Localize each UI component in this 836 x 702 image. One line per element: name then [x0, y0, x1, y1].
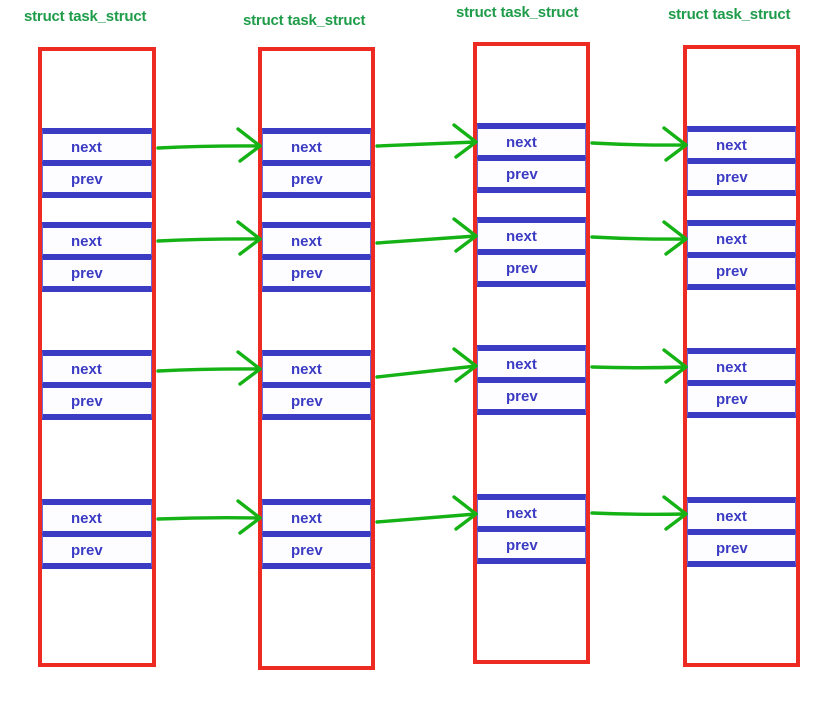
prev-pointer-field: prev [687, 255, 796, 290]
arrow-c1-r2 [156, 220, 262, 256]
prev-pointer-field: prev [477, 529, 586, 564]
list-head-1-4: next prev [42, 499, 152, 569]
prev-label: prev [716, 168, 748, 186]
list-head-3-2: next prev [477, 217, 586, 287]
next-label: next [291, 138, 322, 156]
next-pointer-field: next [477, 123, 586, 158]
list-head-2-4: next prev [262, 499, 371, 569]
list-head-4-4: next prev [687, 497, 796, 567]
next-pointer-field: next [262, 350, 371, 385]
next-pointer-field: next [477, 494, 586, 529]
next-pointer-field: next [42, 499, 152, 534]
prev-pointer-field: prev [262, 534, 371, 569]
arrow-c2-r4 [375, 495, 478, 531]
next-label: next [71, 232, 102, 250]
list-head-1-2: next prev [42, 222, 152, 292]
next-pointer-field: next [477, 345, 586, 380]
prev-label: prev [716, 390, 748, 408]
prev-pointer-field: prev [262, 385, 371, 420]
column-title-1: struct task_struct [24, 8, 147, 25]
next-pointer-field: next [687, 126, 796, 161]
list-head-3-1: next prev [477, 123, 586, 193]
next-label: next [506, 355, 537, 373]
prev-pointer-field: prev [262, 163, 371, 198]
next-label: next [71, 360, 102, 378]
prev-pointer-field: prev [477, 252, 586, 287]
list-head-4-1: next prev [687, 126, 796, 196]
prev-label: prev [506, 259, 538, 277]
next-label: next [291, 360, 322, 378]
prev-label: prev [71, 392, 103, 410]
next-label: next [291, 232, 322, 250]
column-title-4: struct task_struct [668, 6, 791, 23]
next-pointer-field: next [687, 220, 796, 255]
arrow-c3-r4 [590, 495, 688, 531]
next-label: next [716, 136, 747, 154]
next-pointer-field: next [262, 128, 371, 163]
arrow-c2-r2 [375, 217, 478, 253]
next-label: next [506, 133, 537, 151]
next-label: next [71, 138, 102, 156]
prev-pointer-field: prev [42, 534, 152, 569]
next-pointer-field: next [42, 222, 152, 257]
list-head-2-1: next prev [262, 128, 371, 198]
arrow-c3-r1 [590, 126, 688, 162]
prev-pointer-field: prev [687, 532, 796, 567]
arrow-c2-r3 [375, 347, 478, 383]
list-head-4-3: next prev [687, 348, 796, 418]
next-label: next [716, 507, 747, 525]
prev-pointer-field: prev [42, 385, 152, 420]
prev-pointer-field: prev [262, 257, 371, 292]
next-label: next [716, 230, 747, 248]
prev-pointer-field: prev [42, 257, 152, 292]
arrow-c3-r2 [590, 220, 688, 256]
prev-label: prev [71, 264, 103, 282]
prev-label: prev [291, 170, 323, 188]
list-head-3-3: next prev [477, 345, 586, 415]
next-label: next [506, 504, 537, 522]
list-head-1-3: next prev [42, 350, 152, 420]
next-pointer-field: next [42, 350, 152, 385]
prev-pointer-field: prev [477, 158, 586, 193]
next-pointer-field: next [687, 497, 796, 532]
prev-label: prev [716, 539, 748, 557]
arrow-c2-r1 [375, 123, 478, 159]
next-label: next [506, 227, 537, 245]
list-head-4-2: next prev [687, 220, 796, 290]
prev-label: prev [71, 541, 103, 559]
arrow-c1-r3 [156, 350, 262, 386]
prev-label: prev [291, 264, 323, 282]
prev-label: prev [506, 536, 538, 554]
prev-label: prev [506, 387, 538, 405]
prev-pointer-field: prev [42, 163, 152, 198]
next-pointer-field: next [42, 128, 152, 163]
next-pointer-field: next [687, 348, 796, 383]
arrow-c1-r1 [156, 127, 262, 163]
prev-label: prev [716, 262, 748, 280]
prev-label: prev [291, 541, 323, 559]
arrow-c1-r4 [156, 499, 262, 535]
next-pointer-field: next [477, 217, 586, 252]
prev-pointer-field: prev [687, 161, 796, 196]
list-head-2-2: next prev [262, 222, 371, 292]
next-label: next [71, 509, 102, 527]
prev-pointer-field: prev [477, 380, 586, 415]
list-head-2-3: next prev [262, 350, 371, 420]
next-label: next [716, 358, 747, 376]
arrow-c3-r3 [590, 348, 688, 384]
column-title-2: struct task_struct [243, 12, 366, 29]
prev-pointer-field: prev [687, 383, 796, 418]
next-pointer-field: next [262, 222, 371, 257]
prev-label: prev [291, 392, 323, 410]
next-pointer-field: next [262, 499, 371, 534]
next-label: next [291, 509, 322, 527]
list-head-1-1: next prev [42, 128, 152, 198]
prev-label: prev [506, 165, 538, 183]
prev-label: prev [71, 170, 103, 188]
column-title-3: struct task_struct [456, 4, 579, 21]
list-head-3-4: next prev [477, 494, 586, 564]
